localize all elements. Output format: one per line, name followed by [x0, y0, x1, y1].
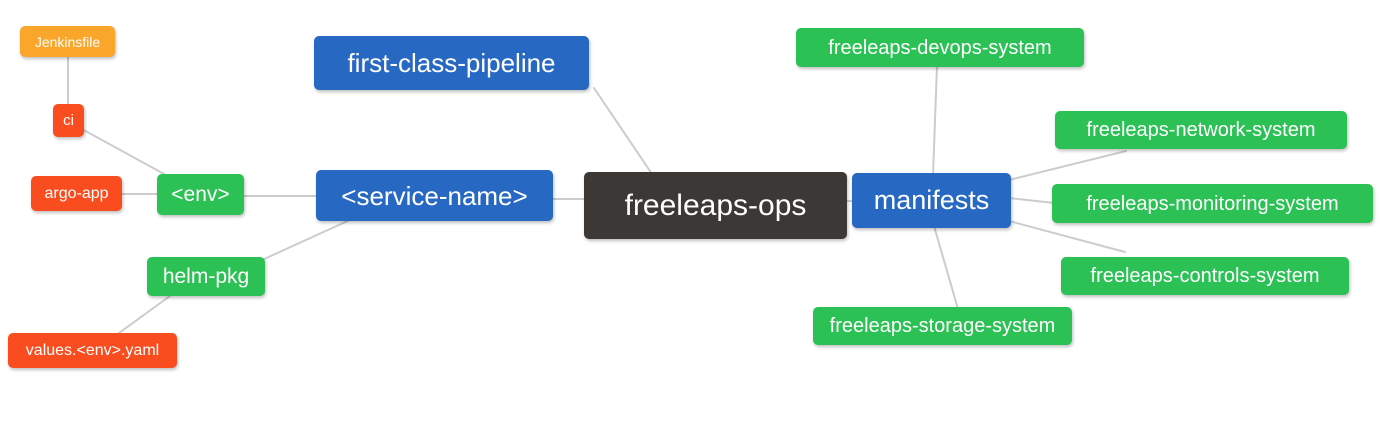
node-service-name[interactable]: <service-name> [316, 170, 553, 221]
edge-manifests--freeleaps-devops-system [932, 65, 938, 176]
edge-values-env-yaml--helm-pkg [114, 292, 175, 337]
node-first-class-pipeline[interactable]: first-class-pipeline [314, 36, 589, 90]
node-manifests[interactable]: manifests [852, 173, 1011, 228]
node-freeleaps-network-system[interactable]: freeleaps-network-system [1055, 111, 1347, 149]
node-helm-pkg[interactable]: helm-pkg [147, 257, 265, 296]
edge-manifests--freeleaps-network-system [1008, 150, 1127, 181]
edge-helm-pkg--service-name [261, 218, 353, 261]
node-freeleaps-monitoring-system[interactable]: freeleaps-monitoring-system [1052, 184, 1373, 223]
node-env[interactable]: <env> [157, 174, 244, 215]
edge-manifests--freeleaps-storage-system [933, 225, 959, 310]
node-freeleaps-devops-system[interactable]: freeleaps-devops-system [796, 28, 1084, 67]
node-ci[interactable]: ci [53, 104, 84, 137]
edge-first-class-pipeline--freeleaps-ops [593, 87, 653, 175]
node-freeleaps-controls-system[interactable]: freeleaps-controls-system [1061, 257, 1349, 295]
node-freeleaps-ops[interactable]: freeleaps-ops [584, 172, 847, 239]
edge-manifests--freeleaps-monitoring-system [1008, 197, 1055, 204]
node-argo-app[interactable]: argo-app [31, 176, 122, 211]
node-freeleaps-storage-system[interactable]: freeleaps-storage-system [813, 307, 1072, 345]
node-jenkinsfile[interactable]: Jenkinsfile [20, 26, 115, 57]
edge-manifests--freeleaps-controls-system [1008, 220, 1126, 253]
node-values-env-yaml[interactable]: values.<env>.yaml [8, 333, 177, 368]
edge-ci--env [79, 127, 176, 181]
